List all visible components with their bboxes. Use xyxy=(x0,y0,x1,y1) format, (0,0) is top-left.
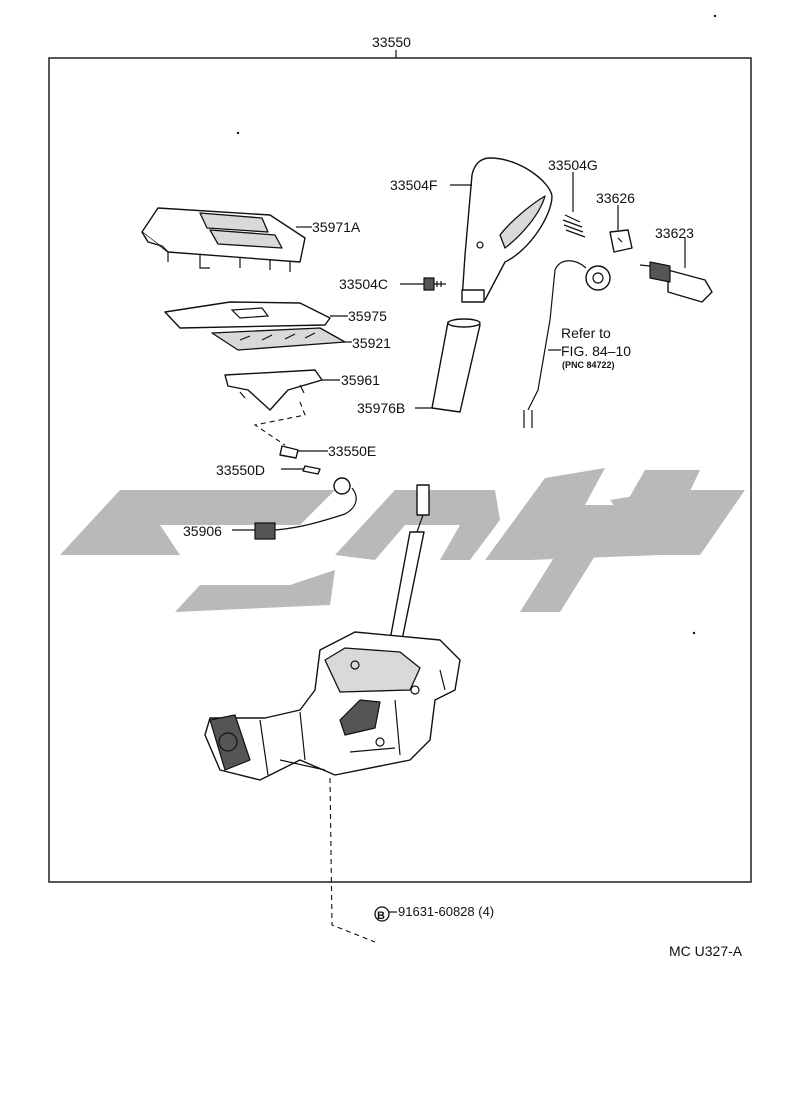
watermark-logo xyxy=(60,468,745,612)
refer-line-3: (PNC 84722) xyxy=(562,360,615,370)
part-35975-drawing xyxy=(164,301,331,329)
part-33550D-drawing xyxy=(302,465,321,475)
assembly-frame xyxy=(48,57,752,883)
part-35971A-drawing xyxy=(141,207,306,272)
bolt-label: 91631-60828 (4) xyxy=(398,904,494,919)
part-35921-drawing xyxy=(211,327,346,351)
label-33626: 33626 xyxy=(596,190,635,206)
part-35976B-drawing xyxy=(431,318,481,413)
refer-line-2: FIG. 84–10 xyxy=(561,343,631,359)
label-33504G: 33504G xyxy=(548,157,598,173)
label-33550E: 33550E xyxy=(328,443,376,459)
part-33623-drawing xyxy=(639,261,713,303)
label-33623: 33623 xyxy=(655,225,694,241)
label-35971A: 35971A xyxy=(312,219,361,235)
part-33550E-drawing xyxy=(279,445,299,459)
label-33504C: 33504C xyxy=(339,276,388,292)
figure-code: MC U327-A xyxy=(669,943,743,959)
shift-base-drawing xyxy=(204,631,461,781)
part-35961-drawing xyxy=(224,369,323,411)
bolt-symbol: B xyxy=(374,906,390,922)
label-33504F: 33504F xyxy=(390,177,437,193)
part-cable-drawing xyxy=(523,260,611,428)
label-33550D: 33550D xyxy=(216,462,265,478)
part-33504G-drawing xyxy=(562,214,586,238)
label-35906: 35906 xyxy=(183,523,222,539)
part-33504C-drawing xyxy=(423,277,446,291)
label-35976B: 35976B xyxy=(357,400,405,416)
label-35975: 35975 xyxy=(348,308,387,324)
assembly-label: 33550 xyxy=(372,34,411,50)
part-35906-drawing xyxy=(254,477,357,540)
svg-text:B: B xyxy=(377,910,385,922)
part-33504F-drawing xyxy=(461,157,553,303)
refer-line-1: Refer to xyxy=(561,325,611,341)
part-33626-drawing xyxy=(609,229,633,253)
label-35961: 35961 xyxy=(341,372,380,388)
label-35921: 35921 xyxy=(352,335,391,351)
